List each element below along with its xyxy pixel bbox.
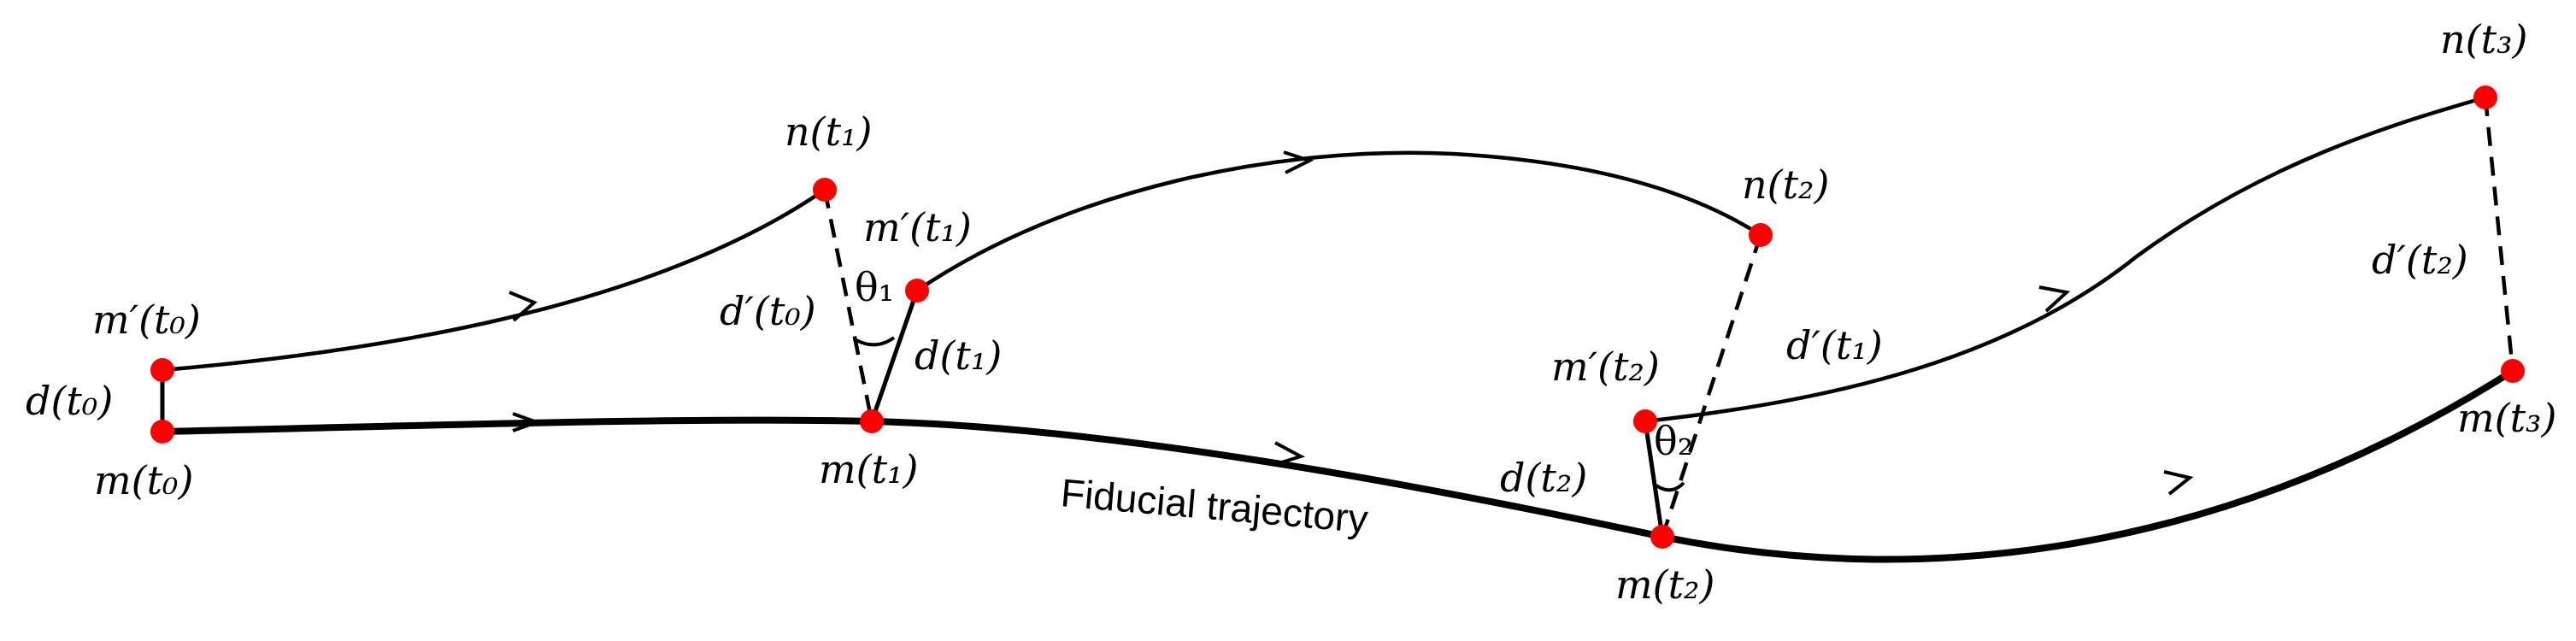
d-t1-segment: [869, 290, 920, 422]
trajectory-segment-2: [915, 150, 1762, 292]
label-n-t1: n(t₁): [785, 109, 872, 155]
label-theta1: θ₁: [855, 264, 894, 310]
d-prime-t1-dashed: [1660, 234, 1763, 538]
label-m-prime-t1: m′(t₁): [863, 204, 972, 250]
label-m-prime-t0: m′(t₀): [92, 297, 201, 343]
d-t2-segment: [1643, 420, 1665, 538]
d-prime-t0-dashed: [822, 189, 874, 422]
point-m-t1: [860, 409, 884, 433]
trajectory-segment-3: [1644, 95, 2486, 424]
label-m-t0: m(t₀): [94, 457, 193, 503]
fiducial-arrow-2: [1273, 441, 1306, 467]
fiducial-arrow-1: [512, 412, 542, 432]
trajectory-arrow-3: [2038, 285, 2071, 313]
point-m-prime-t0: [150, 358, 174, 382]
point-m-t2: [1650, 525, 1674, 549]
theta1-arc: [856, 336, 896, 347]
label-m-t2: m(t₂): [1615, 562, 1714, 608]
label-d-prime-t0: d′(t₀): [720, 288, 816, 334]
label-d-t0: d(t₀): [26, 378, 113, 424]
theta2-arc: [1655, 481, 1685, 492]
point-n-t3: [2473, 85, 2497, 109]
point-n-t2: [1749, 223, 1773, 247]
label-m-t1: m(t₁): [819, 446, 918, 492]
fiducial-arrow-3: [2163, 470, 2194, 496]
fiducial-trajectory: [162, 368, 2515, 563]
trajectory-arrow-1: [509, 291, 538, 322]
label-m-t3: m(t₃): [2457, 395, 2556, 441]
point-m-t3: [2501, 359, 2525, 383]
label-d-t2: d(t₂): [1500, 455, 1587, 501]
point-m-t0: [150, 420, 174, 444]
point-m-prime-t1: [905, 279, 929, 303]
label-d-t1: d(t₁): [915, 332, 1002, 379]
point-n-t1: [813, 178, 837, 202]
label-n-t3: n(t₃): [2440, 16, 2527, 62]
fiducial-trajectory-caption: Fiducial trajectory: [1059, 470, 1370, 541]
trajectory-segment-1: [162, 188, 826, 373]
trajectory-arrow-2: [1283, 150, 1314, 174]
label-d-prime-t1: d′(t₁): [1786, 322, 1883, 368]
label-d-prime-t2: d′(t₂): [2372, 237, 2468, 283]
label-m-prime-t2: m′(t₂): [1551, 344, 1660, 390]
label-theta2: θ₂: [1654, 418, 1693, 464]
point-m-prime-t2: [1633, 409, 1657, 433]
d-prime-t2-dashed: [2483, 97, 2515, 372]
label-n-t2: n(t₂): [1742, 162, 1829, 208]
